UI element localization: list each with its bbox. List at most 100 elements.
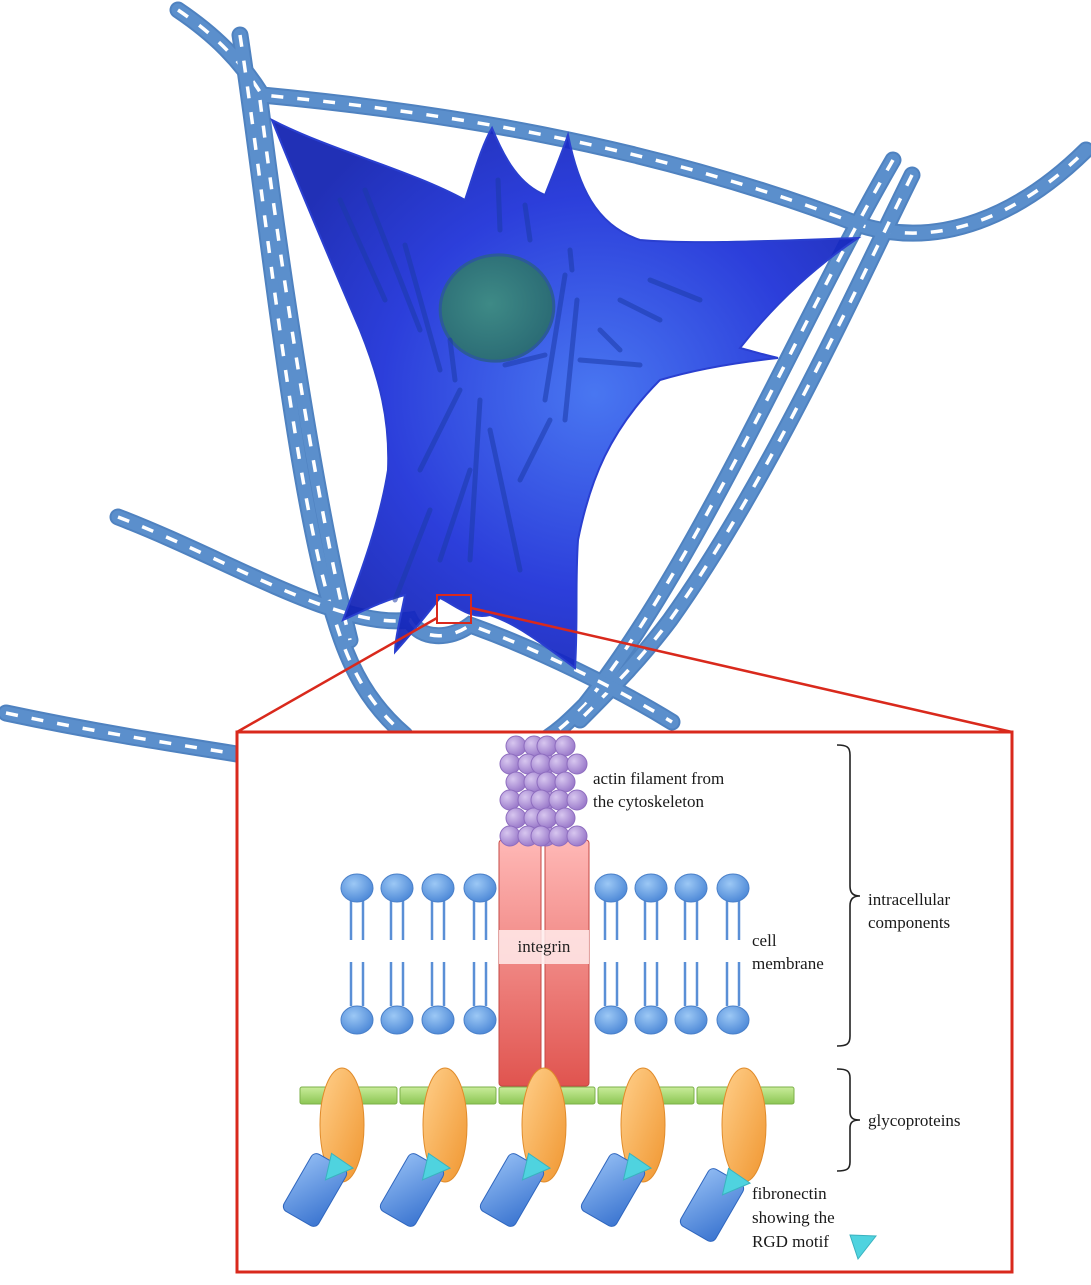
- stress-fiber: [437, 467, 473, 563]
- stress-fiber: [337, 197, 388, 303]
- phospholipid: [340, 873, 374, 1035]
- lipid-head: [674, 873, 708, 903]
- actin-monomer: [530, 753, 552, 775]
- lipid-head: [421, 873, 455, 903]
- stress-fiber: [517, 417, 553, 483]
- ecm-fiber-core: [578, 174, 914, 722]
- actin-monomer: [536, 771, 558, 793]
- fibronectin-molecule: [479, 1152, 552, 1227]
- stress-fiber: [417, 387, 463, 473]
- lipid-head: [594, 1005, 628, 1035]
- actin-monomer: [530, 825, 552, 847]
- stress-fiber: [597, 327, 623, 353]
- stress-fiber: [447, 337, 458, 383]
- phospholipid: [380, 873, 414, 1035]
- fibroblast-cell: [270, 117, 862, 670]
- phospholipid: [634, 873, 668, 1035]
- integrin-label: integrin: [499, 930, 589, 964]
- stress-fiber: [562, 297, 580, 423]
- actin-monomer: [548, 753, 570, 775]
- actin-label-line1: actin filament from: [593, 769, 725, 788]
- glycoproteins-brace: [836, 1068, 861, 1172]
- stress-fiber: [577, 357, 643, 368]
- actin-monomer: [566, 789, 588, 811]
- lipid-head: [463, 873, 497, 903]
- actin-monomer: [530, 789, 552, 811]
- fibronectin-label-line2: showing the: [752, 1208, 835, 1227]
- rgd-motif: [721, 1167, 752, 1196]
- actin-monomer: [548, 789, 570, 811]
- stress-fiber: [392, 507, 433, 603]
- fibronectin-layer: [282, 1152, 752, 1242]
- rgd-motif: [421, 1152, 452, 1181]
- nucleus: [438, 253, 556, 363]
- membrane-label-line1: cell: [752, 931, 777, 950]
- intracellular-label-line1: intracellular: [868, 890, 951, 909]
- actin-monomer: [548, 825, 570, 847]
- actin-monomer: [554, 807, 576, 829]
- actin-monomer: [554, 771, 576, 793]
- ecm-fiber-core: [5, 711, 257, 759]
- stress-fiber: [467, 397, 483, 563]
- rgd-motif: [521, 1152, 552, 1181]
- actin-monomer: [566, 753, 588, 775]
- actin-monomer: [505, 807, 527, 829]
- stress-fiber: [617, 297, 663, 323]
- intracellular-label-line2: components: [868, 913, 951, 932]
- stress-fiber: [647, 277, 703, 303]
- phospholipid: [463, 873, 497, 1035]
- zoom-line-right: [470, 606, 1013, 734]
- zoom-line-left: [236, 616, 438, 734]
- rgd-motif: [324, 1152, 355, 1181]
- ecm-fiber-core: [258, 99, 352, 641]
- actin-monomer: [554, 735, 576, 757]
- stress-fiber: [522, 202, 533, 243]
- lipid-bilayer: [340, 873, 750, 1035]
- cell-body: [270, 117, 862, 670]
- stress-fibers: [337, 177, 703, 603]
- stress-fiber: [495, 177, 503, 233]
- braces: [836, 744, 861, 1172]
- actin-filament: [499, 735, 588, 847]
- ecm-fiber-core: [534, 159, 895, 747]
- stress-fiber: [567, 247, 575, 273]
- actin-monomer: [499, 753, 521, 775]
- lipid-head: [716, 873, 750, 903]
- lipid-head: [463, 1005, 497, 1035]
- ecm-fiber-core: [117, 515, 673, 724]
- ecm-fibers: [0, 1, 1091, 766]
- lipid-head: [380, 1005, 414, 1035]
- fibronectin-label-line1: fibronectin: [752, 1184, 827, 1203]
- actin-monomer: [505, 771, 527, 793]
- lipid-head: [634, 873, 668, 903]
- stress-fiber: [502, 352, 548, 368]
- fibronectin-label-line3: RGD motif: [752, 1232, 829, 1251]
- lipid-head: [716, 1005, 750, 1035]
- lipid-head: [421, 1005, 455, 1035]
- lipid-head: [634, 1005, 668, 1035]
- phospholipid: [594, 873, 628, 1035]
- glycoprotein: [521, 1067, 567, 1183]
- actin-monomer: [536, 807, 558, 829]
- ecm-fiber-core: [238, 34, 407, 737]
- stress-fiber: [402, 242, 443, 373]
- actin-label-line2: the cytoskeleton: [593, 792, 704, 811]
- stress-fiber: [542, 272, 568, 403]
- lipid-head: [340, 873, 374, 903]
- fibronectin-molecule: [580, 1152, 653, 1227]
- actin-monomer: [536, 735, 558, 757]
- lipid-head: [674, 1005, 708, 1035]
- fibronectin-molecule: [282, 1152, 355, 1227]
- lipid-head: [594, 873, 628, 903]
- actin-monomer: [505, 735, 527, 757]
- glycoprotein: [721, 1067, 767, 1183]
- lipid-head: [340, 1005, 374, 1035]
- actin-monomer: [566, 825, 588, 847]
- glycoprotein: [620, 1067, 666, 1183]
- fibronectin-molecule: [679, 1167, 752, 1242]
- actin-monomer: [499, 789, 521, 811]
- rgd-motif: [622, 1152, 653, 1181]
- membrane-label-line2: membrane: [752, 954, 824, 973]
